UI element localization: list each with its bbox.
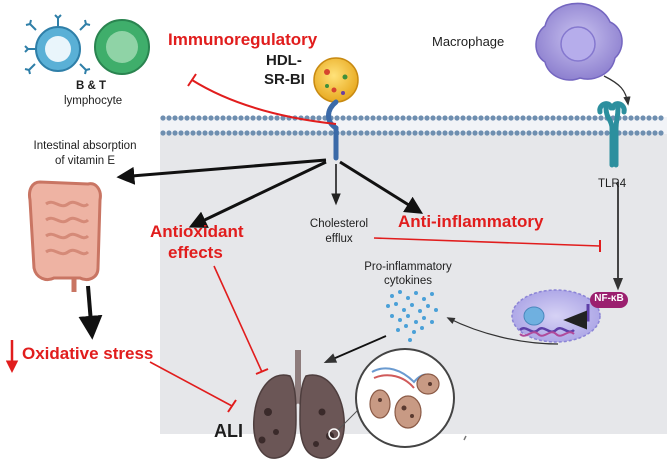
srbi-label: SR-BI xyxy=(264,71,305,88)
arrows-black xyxy=(78,75,631,364)
arrows-inhibit xyxy=(5,73,601,413)
oxidative-stress-label: Oxidative stress xyxy=(22,344,154,363)
arrow-to-anti-inflammatory xyxy=(339,160,424,214)
hdl-particle-icon xyxy=(313,57,359,103)
macrophage-label: Macrophage xyxy=(432,34,505,49)
arrow-nucleus-to-cytokines xyxy=(446,317,559,345)
small-mark xyxy=(463,435,467,441)
immunoregulatory-label: Immunoregulatory xyxy=(168,30,318,49)
alveoli-inset-icon xyxy=(355,348,455,448)
cytokines-icon xyxy=(386,290,438,342)
nfkb-badge xyxy=(590,292,628,308)
inhibit-immunoregulatory xyxy=(191,79,337,125)
bt-label-line1: B & T xyxy=(76,80,107,92)
sr-bi-receptor-icon xyxy=(326,99,339,161)
cell-membrane xyxy=(160,115,667,136)
arrow-intestine-down xyxy=(78,285,103,340)
arrow-to-intestine xyxy=(116,158,327,185)
lungs-icon xyxy=(253,350,359,459)
arrow-to-antioxidant xyxy=(188,160,327,228)
hdl-label: HDL- xyxy=(266,52,302,69)
inhibit-antioxidant xyxy=(213,265,263,373)
inhibit-oxidative-stress xyxy=(149,361,233,407)
effects-label: effects xyxy=(168,243,223,262)
tlr4-receptor-icon xyxy=(597,101,627,168)
antioxidant-label: Antioxidant xyxy=(150,222,244,241)
nucleus-icon xyxy=(511,289,601,343)
intestinal-label-line1: Intestinal absorption xyxy=(33,140,137,152)
nfkb-label: NF-κB xyxy=(594,293,624,304)
cytokines-label: cytokines xyxy=(384,275,432,287)
efflux-label: efflux xyxy=(325,233,353,245)
cholesterol-label: Cholesterol xyxy=(309,218,369,230)
anti-inflammatory-label: Anti-inflammatory xyxy=(398,212,544,231)
b-cell-icon xyxy=(24,14,91,75)
arrow-macrophage-to-tlr4 xyxy=(603,75,631,106)
intestine-icon xyxy=(28,180,102,292)
ali-label: ALI xyxy=(214,421,243,441)
tlr4-label: TLR4 xyxy=(598,178,627,190)
inhibit-anti-inflammatory xyxy=(373,237,601,247)
intestinal-label-line2: of vitamin E xyxy=(54,155,116,167)
pro-inflammatory-label: Pro-inflammatory xyxy=(364,261,452,273)
macrophage-icon xyxy=(535,2,623,81)
t-cell-icon xyxy=(94,19,150,75)
arrow-cytokines-to-lungs xyxy=(323,335,387,364)
bt-label-line2: lymphocyte xyxy=(64,95,123,107)
